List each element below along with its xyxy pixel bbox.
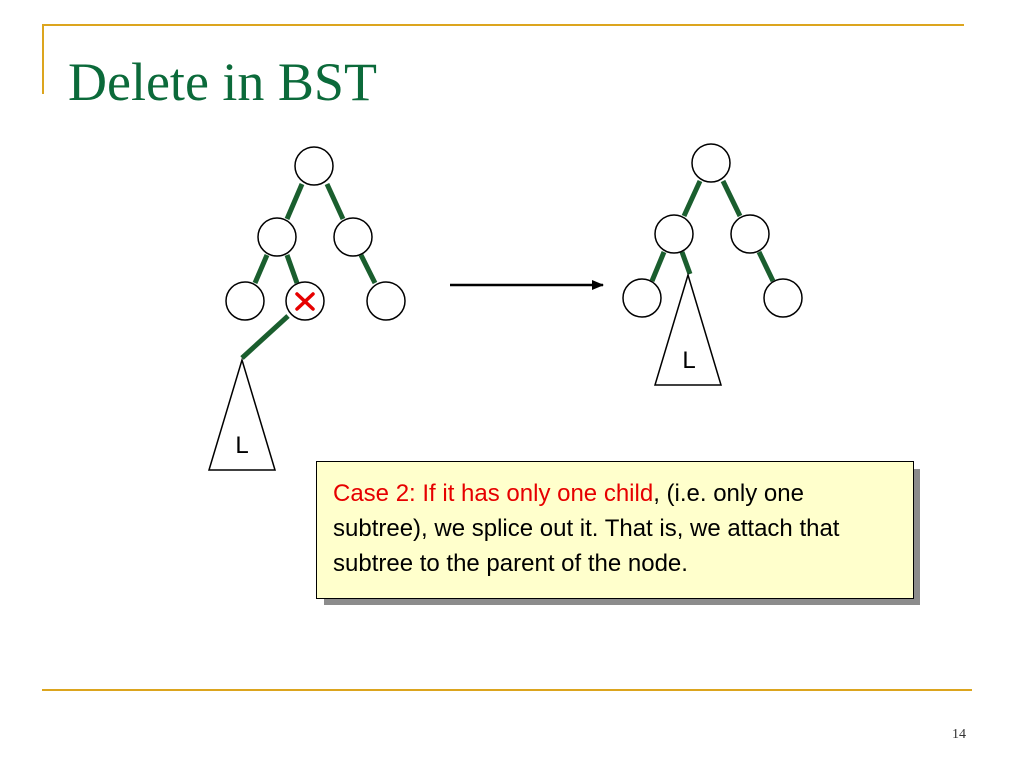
- node-right-right-after: [763, 278, 803, 318]
- tree-after: L: [622, 143, 803, 386]
- callout-highlight-text: Case 2: If it has only one child: [333, 480, 654, 507]
- node-left-after: [654, 214, 694, 254]
- node-right-after: [730, 214, 770, 254]
- edge-deleted-subtree: [240, 314, 290, 360]
- delete-x-icon: [295, 292, 315, 311]
- edge-root-left-after: [681, 179, 703, 218]
- node-left: [257, 217, 297, 257]
- node-right: [333, 217, 373, 257]
- page-number: 14: [952, 727, 966, 742]
- subtree-triangle-after: [653, 272, 723, 386]
- subtree-label-before: L: [235, 432, 248, 459]
- node-right-right: [366, 281, 406, 321]
- edge-left-deleted: [284, 254, 300, 284]
- edge-left-leftchild: [252, 254, 270, 284]
- edge-root-right-after: [720, 179, 743, 218]
- edge-left-leftchild-after: [649, 251, 667, 282]
- callout-body-text: , (i.e. only one subtree), we splice out…: [333, 480, 840, 577]
- subtree-label-after: L: [682, 347, 695, 374]
- node-root: [294, 146, 334, 186]
- edge-right-rightchild: [358, 253, 378, 285]
- node-left-left-after: [622, 278, 662, 318]
- node-root-after: [691, 143, 731, 183]
- slide-title: Delete in BST: [68, 52, 377, 112]
- edge-root-left: [284, 183, 305, 220]
- subtree-triangle-before: [207, 357, 277, 471]
- case-2-callout: Case 2: If it has only one child, (i.e. …: [316, 461, 914, 599]
- title-frame-top-rule: [42, 24, 964, 26]
- edge-root-right: [324, 182, 346, 221]
- title-frame-left-rule: [42, 24, 44, 94]
- edge-left-subtree-after: [679, 251, 693, 275]
- edge-right-rightchild-after: [756, 250, 776, 283]
- tree-before: L: [207, 146, 406, 471]
- footer-rule: [42, 689, 972, 691]
- node-left-left: [225, 281, 265, 321]
